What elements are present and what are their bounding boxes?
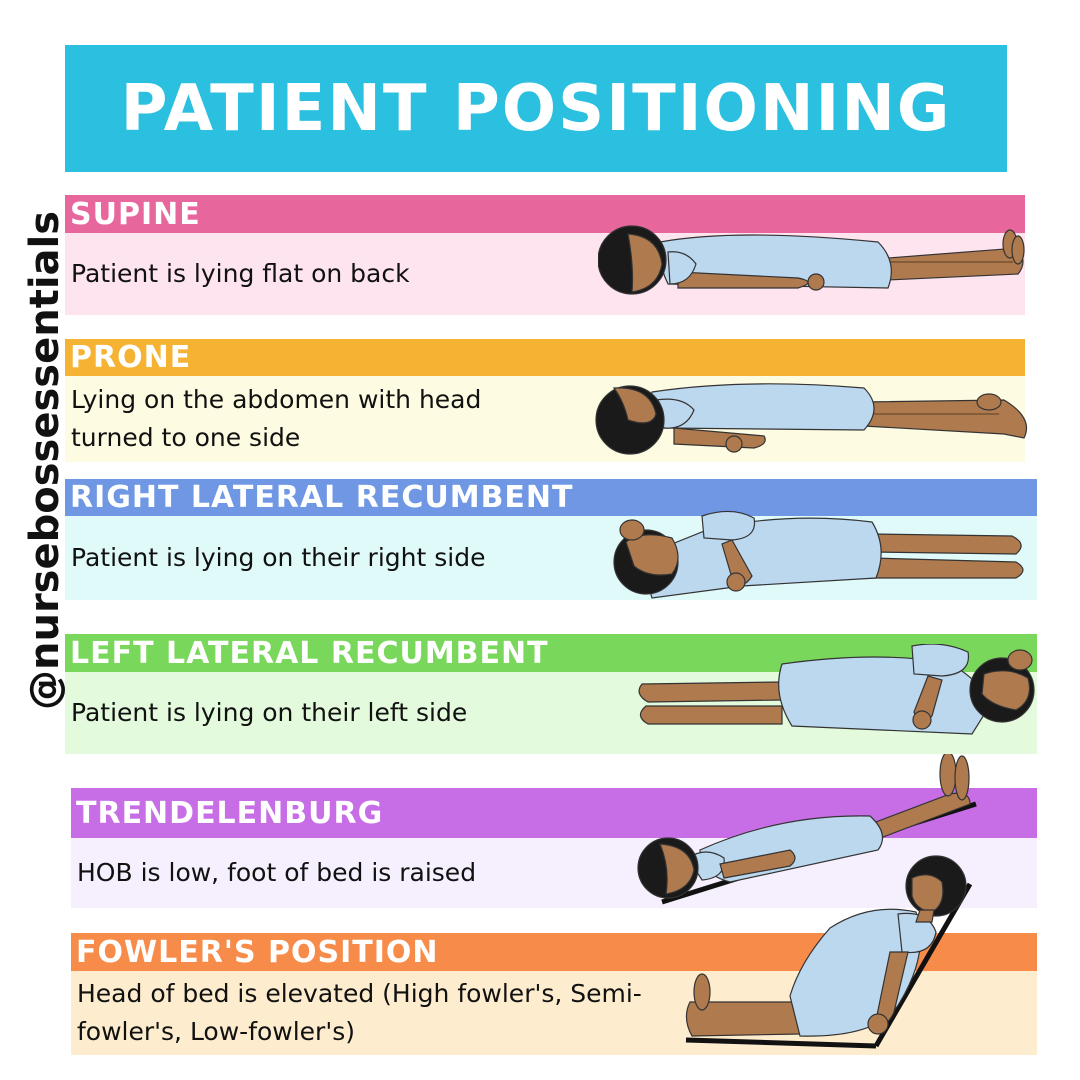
section-header: SUPINE: [65, 195, 1025, 233]
right-lateral-figure-icon: [612, 508, 1032, 604]
section-description: Patient is lying flat on back: [71, 259, 410, 288]
supine-figure-icon: [598, 222, 1028, 304]
section-description: Patient is lying on their left side: [71, 698, 468, 727]
section-description: Head of bed is elevated (High fowler's, …: [77, 979, 642, 1046]
section-title: TRENDELENBURG: [76, 795, 384, 831]
trendelenburg-figure-icon: [630, 754, 982, 906]
fowlers-figure-icon: [680, 852, 980, 1052]
left-lateral-figure-icon: [632, 644, 1042, 740]
section-title: LEFT LATERAL RECUMBENT: [70, 635, 549, 671]
section-description: Lying on the abdomen with head turned to…: [71, 385, 482, 452]
section-title: PRONE: [70, 340, 192, 375]
section-title: SUPINE: [70, 196, 201, 232]
title-banner: PATIENT POSITIONING: [65, 45, 1007, 172]
prone-figure-icon: [594, 378, 1034, 458]
section-header: RIGHT LATERAL RECUMBENT: [65, 479, 1037, 516]
section-title: RIGHT LATERAL RECUMBENT: [70, 480, 574, 515]
social-handle: @nursebossessentials: [22, 210, 68, 710]
section-header: PRONE: [65, 339, 1025, 376]
section-title: FOWLER'S POSITION: [76, 934, 439, 970]
section-description: HOB is low, foot of bed is raised: [77, 858, 477, 887]
section-right-lateral: RIGHT LATERAL RECUMBENT Patient is lying…: [65, 479, 1037, 600]
section-header: LEFT LATERAL RECUMBENT: [65, 634, 1037, 672]
section-description: Patient is lying on their right side: [71, 543, 486, 572]
page-title: PATIENT POSITIONING: [120, 71, 952, 146]
